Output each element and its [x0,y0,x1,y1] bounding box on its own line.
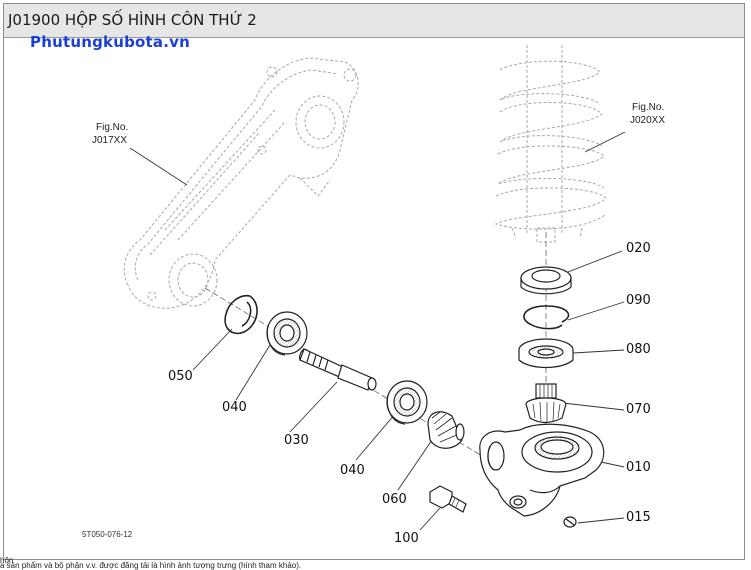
part-label-090[interactable]: 090 [626,293,651,308]
fig-ref-left-line1: Fig.No. [96,122,128,133]
footer-note-line2: a sản phẩm và bộ phận v.v. được đăng tải… [0,561,302,570]
part-080-bearing [518,338,574,369]
footer-note-line1: hôn [0,556,14,565]
part-020-oil-seal [520,266,572,295]
part-label-040-a[interactable]: 040 [222,400,247,415]
part-label-050[interactable]: 050 [168,369,193,384]
part-030-shaft [299,348,377,391]
part-label-010[interactable]: 010 [626,460,651,475]
fig-ref-left-line2[interactable]: J017XX [92,135,127,146]
part-label-100[interactable]: 100 [394,531,419,546]
part-060-bevel-gear [427,411,465,449]
part-label-080[interactable]: 080 [626,342,651,357]
diagram-code: 5T050-076-12 [82,530,133,539]
part-label-030[interactable]: 030 [284,433,309,448]
part-040-bearing-b [386,380,428,425]
fig-ref-right-line2[interactable]: J020XX [630,115,665,126]
auger-screw [494,45,607,243]
part-label-040-b[interactable]: 040 [340,463,365,478]
part-label-060[interactable]: 060 [382,492,407,507]
part-070-bevel-pinion [525,383,567,424]
part-010-gear-case [479,423,605,517]
transmission-arm-housing [123,57,359,309]
part-015-plug [563,516,577,528]
title-bar: J01900 HỘP SỐ HÌNH CÔN THỨ 2 [4,4,744,38]
part-label-015[interactable]: 015 [626,510,651,525]
diagram-frame: J01900 HỘP SỐ HÌNH CÔN THỨ 2 [3,3,745,560]
brand-watermark[interactable]: Phutungkubota.vn [30,33,190,51]
part-090-snap-ring [523,305,570,330]
part-040-bearing-a [266,311,308,356]
part-100-bolt [429,485,467,513]
part-label-070[interactable]: 070 [626,402,651,417]
part-050-snap-ring [224,294,258,335]
fig-ref-right-line1: Fig.No. [632,102,664,113]
part-label-020[interactable]: 020 [626,241,651,256]
page-title: J01900 HỘP SỐ HÌNH CÔN THỨ 2 [8,11,257,29]
leader-lines [129,131,626,531]
